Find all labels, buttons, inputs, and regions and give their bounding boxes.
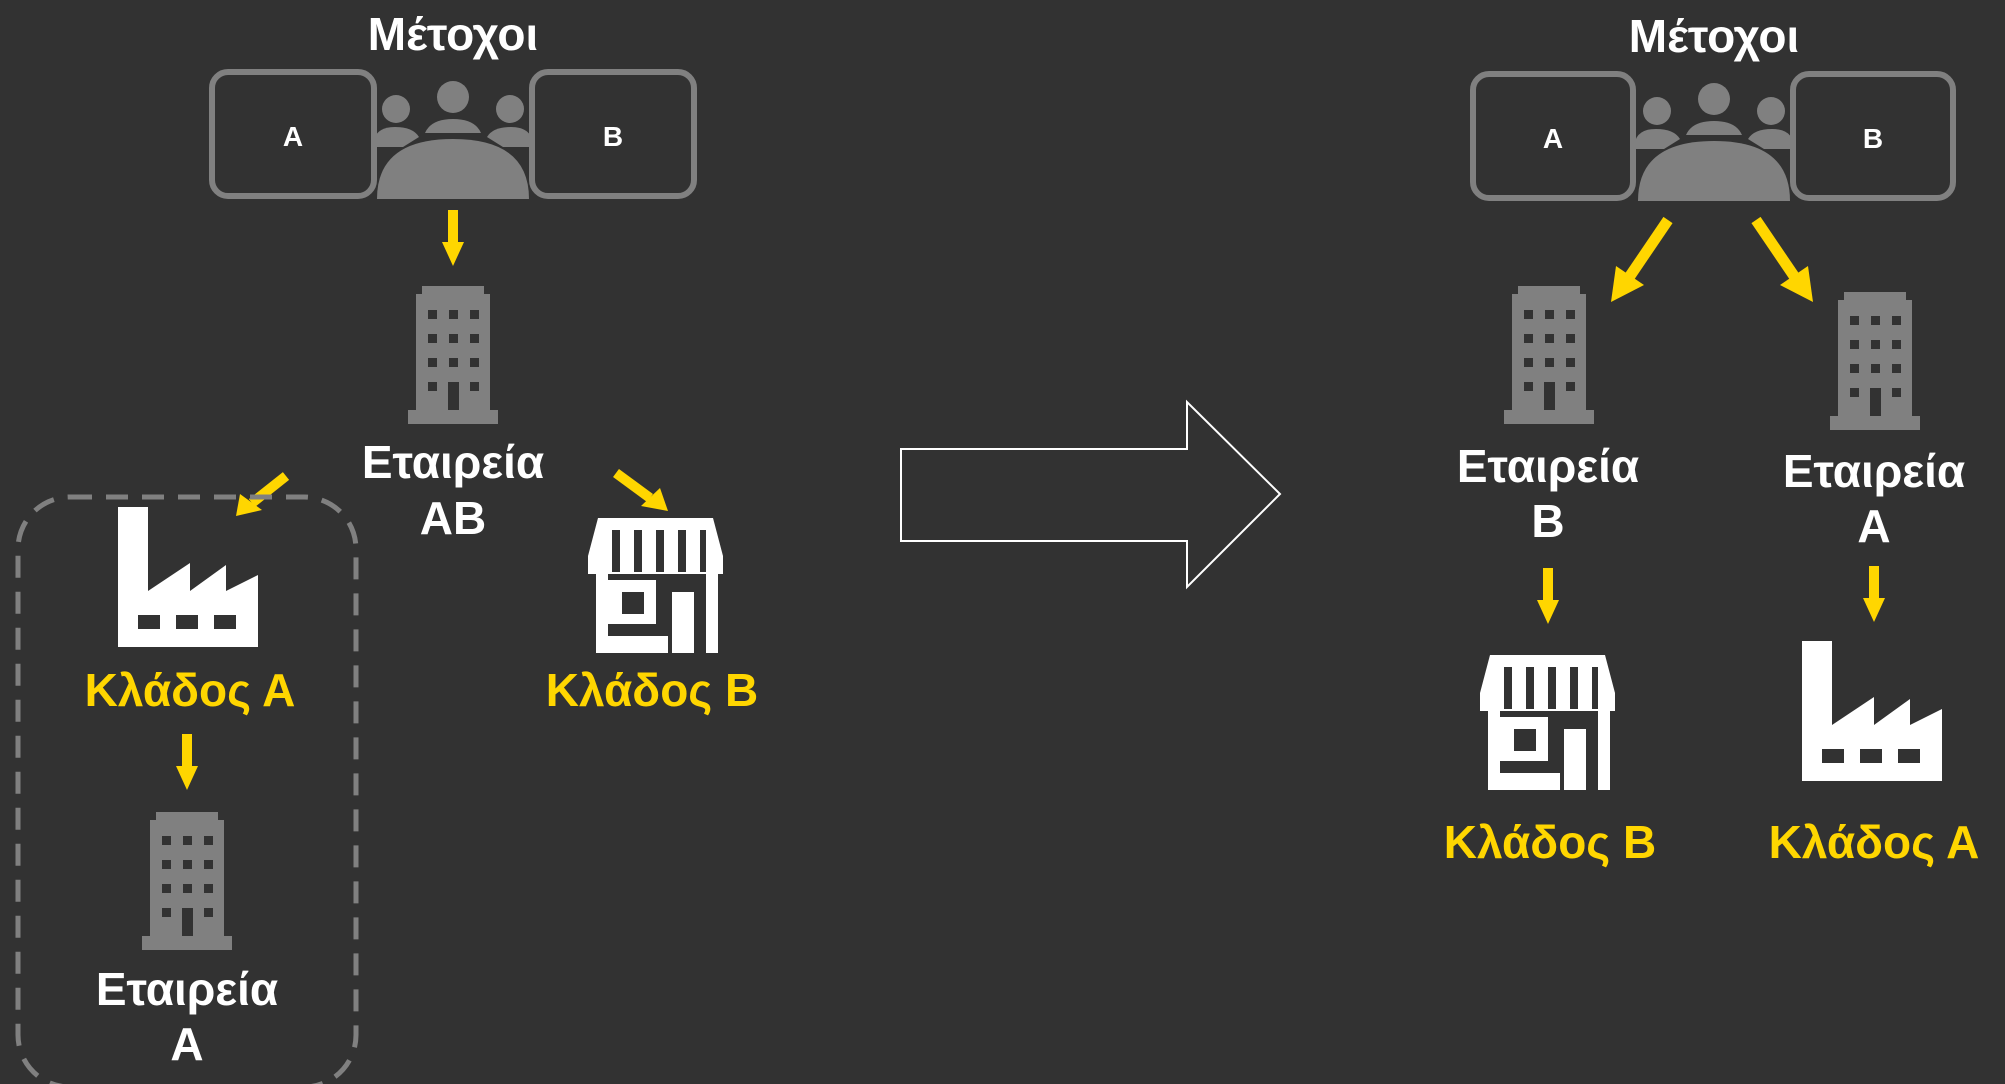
left-company-ab-label-line1: Εταιρεία (362, 436, 544, 488)
right-shareholders-title: Μέτοχοι (1629, 10, 1799, 62)
left-company-ab-building-icon (408, 286, 498, 424)
right-arrow-to-branch-b (1537, 568, 1559, 624)
right-branch-a-label: Κλάδος Α (1769, 816, 1980, 868)
left-spin-off-boundary (15, 494, 359, 1084)
left-shareholder-a-box (209, 69, 377, 199)
right-company-b-building-icon (1504, 286, 1594, 424)
left-company-ab-label-line2: ΑΒ (420, 492, 486, 544)
left-company-a-building-icon (142, 812, 232, 950)
left-arrow-to-branch-b (613, 468, 668, 511)
right-shareholder-a-label: A (1543, 123, 1563, 154)
left-shareholders-group: A B (209, 69, 697, 199)
right-structure: Μέτοχοι A B Εταιρεία Β Εταιρεία Α Κλάδος… (1444, 10, 1980, 868)
right-company-a-label-line2: Α (1857, 500, 1890, 552)
right-company-b-label-line2: Β (1531, 495, 1564, 547)
left-arrow-to-company-ab (442, 210, 464, 266)
right-branch-a-factory-icon (1802, 641, 1942, 781)
right-arrow-to-company-b (1611, 216, 1673, 302)
left-branch-b-shop-icon (588, 518, 723, 653)
right-shareholder-a-box (1470, 71, 1636, 201)
left-structure: Μέτοχοι A B Εταιρεία ΑΒ Κλάδος Α Εταιρεί… (15, 8, 758, 1084)
right-shareholder-b-box (1790, 71, 1956, 201)
left-branch-b-label: Κλάδος Β (546, 664, 758, 716)
left-arrow-to-company-a (176, 734, 198, 790)
right-branch-b-label: Κλάδος Β (1444, 816, 1656, 868)
right-shareholders-group: A B (1470, 71, 1956, 201)
right-arrow-to-branch-a (1863, 566, 1885, 622)
left-branch-a-label: Κλάδος Α (85, 664, 296, 716)
right-shareholder-b-label: B (1863, 123, 1883, 154)
left-shareholder-b-label: B (603, 121, 623, 152)
transition-arrow-icon (900, 399, 1282, 590)
right-branch-b-shop-icon (1480, 655, 1615, 790)
left-people-icon (373, 81, 533, 199)
left-branch-a-factory-icon (118, 507, 258, 647)
left-shareholder-b-box (529, 69, 697, 199)
right-company-a-label-line1: Εταιρεία (1783, 445, 1965, 497)
right-arrow-to-company-a (1751, 216, 1813, 302)
right-company-a-building-icon (1830, 292, 1920, 430)
left-shareholders-title: Μέτοχοι (368, 8, 538, 60)
right-people-icon (1634, 83, 1794, 201)
left-company-a-label-line1: Εταιρεία (96, 963, 278, 1015)
right-company-b-label-line1: Εταιρεία (1457, 440, 1639, 492)
left-shareholder-a-label: A (283, 121, 303, 152)
left-company-a-label-line2: Α (170, 1018, 203, 1070)
